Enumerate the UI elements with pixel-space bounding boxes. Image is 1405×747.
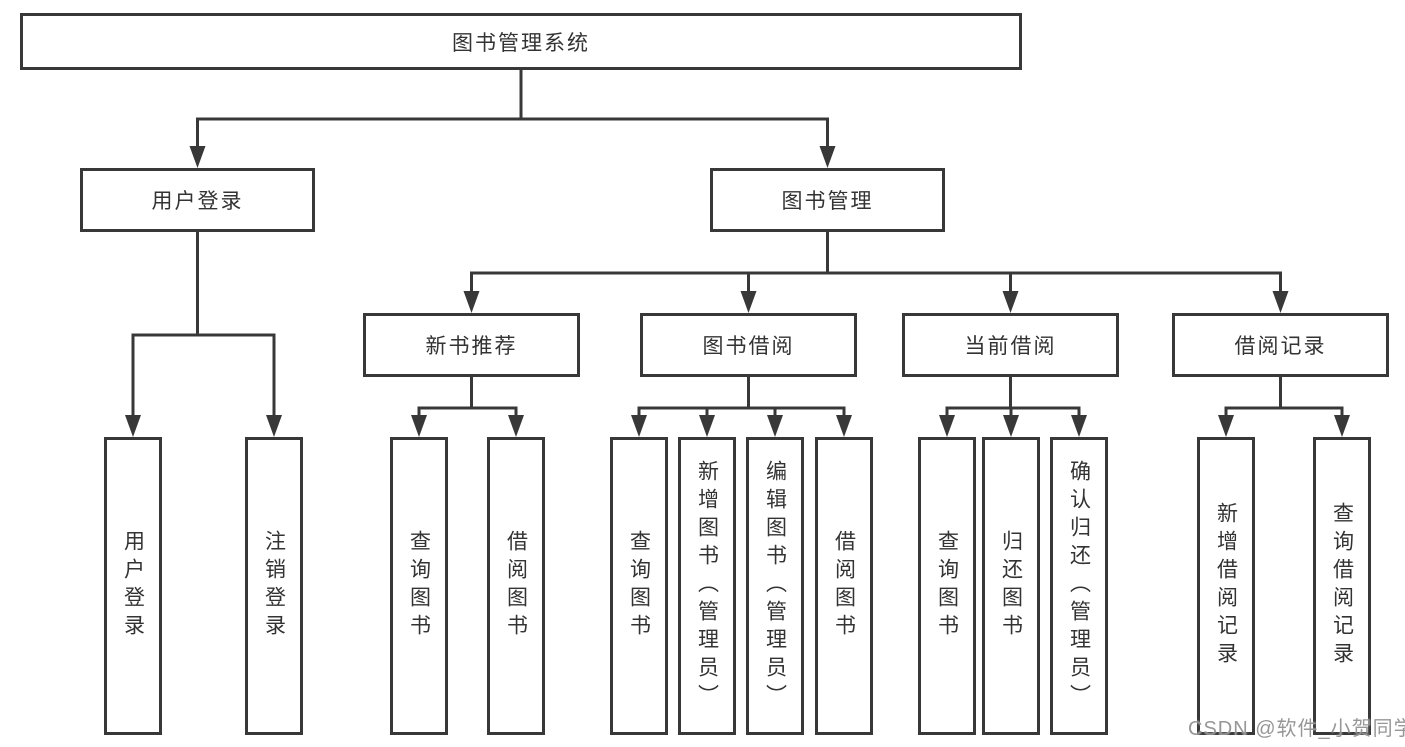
edge-new-book-rec-to-children-arrowhead-1 — [508, 415, 524, 437]
watermark: CSDN @软件_小贺同学 — [1188, 718, 1405, 740]
node-borrowing-records: 借阅记录 — [1172, 313, 1389, 377]
node-edit-books-admin-label: 编辑图书（管理员） — [763, 460, 787, 712]
node-add-borrow-record: 新增借阅记录 — [1197, 437, 1255, 735]
edge-user-login-to-children-arrowhead-0 — [125, 415, 141, 437]
edge-book-mgmt-to-level3-arrowhead-1 — [740, 291, 757, 313]
edge-borrow-records-to-children-arrowhead-1 — [1334, 415, 1350, 437]
node-borrow-books-recommend: 借阅图书 — [487, 437, 545, 735]
node-book-management: 图书管理 — [710, 168, 945, 232]
edge-current-borrow-to-children-arrowhead-1 — [1003, 415, 1019, 437]
node-query-borrow-record: 查询借阅记录 — [1313, 437, 1371, 735]
edge-book-borrow-to-children-arrowhead-3 — [836, 415, 852, 437]
node-confirm-return-admin-label: 确认归还（管理员） — [1067, 460, 1091, 712]
node-current-borrowing-label: 当前借阅 — [964, 335, 1057, 358]
node-book-borrowing-label: 图书借阅 — [702, 335, 795, 358]
edge-root-to-level2-arrowhead-0 — [189, 146, 206, 168]
node-new-book-recommend: 新书推荐 — [363, 313, 580, 377]
edge-book-borrow-to-children-arrowhead-1 — [699, 415, 715, 437]
node-system-root: 图书管理系统 — [20, 13, 1022, 70]
node-logout-label: 注销登录 — [262, 530, 286, 642]
node-edit-books-admin: 编辑图书（管理员） — [746, 437, 804, 735]
edge-book-mgmt-to-level3-arrowhead-3 — [1272, 291, 1289, 313]
node-return-books: 归还图书 — [982, 437, 1040, 735]
node-query-books-borrowing-label: 查询图书 — [627, 530, 651, 642]
node-book-borrowing: 图书借阅 — [640, 313, 857, 377]
node-user-login-leaf: 用户登录 — [104, 437, 162, 735]
node-return-books-label: 归还图书 — [999, 530, 1023, 642]
edge-new-book-rec-to-children-arrowhead-0 — [411, 415, 427, 437]
node-query-books-current-label: 查询图书 — [935, 530, 959, 642]
node-user-login-branch-label: 用户登录 — [151, 190, 244, 213]
node-query-books-borrowing: 查询图书 — [610, 437, 668, 735]
edge-current-borrow-to-children-arrowhead-0 — [939, 415, 955, 437]
node-add-borrow-record-label: 新增借阅记录 — [1214, 502, 1238, 670]
node-borrow-books-borrowing-label: 借阅图书 — [832, 530, 856, 642]
node-book-management-label: 图书管理 — [781, 190, 874, 213]
edge-book-mgmt-to-level3-arrowhead-2 — [1002, 291, 1019, 313]
node-query-borrow-record-label: 查询借阅记录 — [1330, 502, 1354, 670]
node-add-books-admin-label: 新增图书（管理员） — [695, 460, 719, 712]
node-confirm-return-admin: 确认归还（管理员） — [1050, 437, 1108, 735]
node-borrowing-records-label: 借阅记录 — [1234, 335, 1327, 358]
node-add-books-admin: 新增图书（管理员） — [678, 437, 736, 735]
edge-borrow-records-to-children-arrowhead-0 — [1218, 415, 1234, 437]
node-system-root-label: 图书管理系统 — [452, 31, 590, 55]
node-user-login-leaf-label: 用户登录 — [121, 530, 145, 642]
edge-book-borrow-to-children-arrowhead-0 — [631, 415, 647, 437]
node-borrow-books-borrowing: 借阅图书 — [815, 437, 873, 735]
node-new-book-recommend-label: 新书推荐 — [425, 335, 518, 358]
node-query-books-current: 查询图书 — [918, 437, 976, 735]
node-logout: 注销登录 — [245, 437, 303, 735]
node-borrow-books-recommend-label: 借阅图书 — [504, 530, 528, 642]
edge-book-borrow-to-children-arrowhead-2 — [767, 415, 783, 437]
edge-book-mgmt-to-level3-arrowhead-0 — [463, 291, 480, 313]
edge-user-login-to-children-arrowhead-1 — [266, 415, 282, 437]
node-user-login-branch: 用户登录 — [80, 168, 315, 232]
node-query-books-recommend: 查询图书 — [390, 437, 448, 735]
edge-root-to-level2-arrowhead-1 — [819, 146, 836, 168]
edge-current-borrow-to-children-arrowhead-2 — [1071, 415, 1087, 437]
node-current-borrowing: 当前借阅 — [902, 313, 1119, 377]
node-query-books-recommend-label: 查询图书 — [407, 530, 431, 642]
